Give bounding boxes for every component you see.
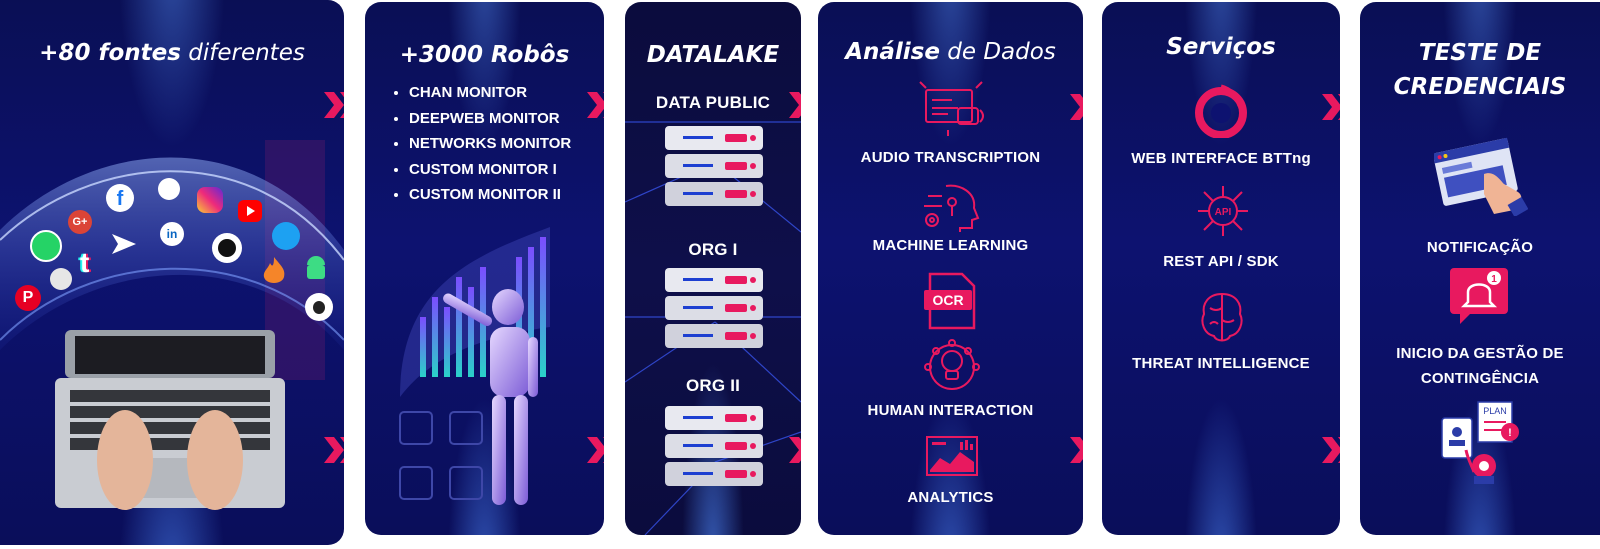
- arrow-right-icon: [324, 92, 344, 118]
- analysis-item: ANALYTICS: [907, 489, 994, 506]
- monitor-item: CUSTOM MONITOR II: [409, 182, 571, 208]
- arrow-right-icon: [324, 437, 344, 463]
- globe-icon: [50, 268, 72, 290]
- credential-item: NOTIFICAÇÃO: [1426, 239, 1534, 256]
- server-label: ORG II: [685, 376, 741, 395]
- svg-text:1: 1: [1491, 274, 1497, 285]
- services-title: Serviços: [1166, 34, 1276, 60]
- arrow-right-icon: [587, 92, 604, 118]
- service-item: REST API / SDK: [1163, 253, 1279, 270]
- laptop-illustration: [55, 330, 285, 510]
- panel-datalake: DATALAKE DATA PUBLIC ORG I ORG II: [625, 2, 801, 535]
- plan-icon: PLAN !: [1441, 401, 1519, 484]
- ocr-icon: OCR: [924, 272, 976, 330]
- panel-services: Serviços WEB INTERFACE BTTng API REST AP…: [1102, 2, 1340, 535]
- api-label: API: [1215, 207, 1232, 218]
- panel-sources: +80 fontes diferentes f G+ t in P: [0, 0, 344, 545]
- android-icon: [307, 256, 325, 279]
- facebook-icon: f: [106, 184, 134, 212]
- arrow-right-icon: [1070, 437, 1083, 463]
- server-icon: [665, 406, 763, 486]
- threat-brain-icon: [1201, 292, 1243, 342]
- pinterest-icon: P: [15, 285, 41, 311]
- server-label: DATA PUBLIC: [655, 93, 771, 112]
- arrow-right-icon: [1322, 94, 1340, 120]
- robot-icon: [399, 227, 550, 505]
- browser-hand-icon: [1434, 137, 1528, 216]
- google-plus-icon: G+: [68, 210, 92, 234]
- analysis-title: Análise de Dados: [845, 39, 1056, 65]
- datalake-title: DATALAKE: [646, 42, 780, 68]
- youtube-icon: [238, 200, 262, 222]
- credentials-title: TESTE DE CREDENCIAIS: [1393, 40, 1567, 100]
- monitor-item: CUSTOM MONITOR I: [409, 157, 571, 183]
- ocr-label: OCR: [932, 292, 963, 308]
- arrow-right-icon: [789, 437, 801, 463]
- server-icon: [665, 268, 763, 348]
- panel-credentials: TESTE DE CREDENCIAIS NOTIFICAÇÃO 1 INICI…: [1360, 2, 1600, 535]
- spy-icon: [158, 178, 180, 200]
- credential-item: INICIO DA GESTÃO DE: [1396, 345, 1564, 362]
- arrow-right-icon: [1070, 94, 1083, 120]
- credential-item: CONTINGÊNCIA: [1420, 370, 1540, 387]
- tumblr-icon: t: [80, 247, 90, 278]
- plan-label: PLAN: [1483, 406, 1507, 416]
- panel-robots: +3000 Robôs CHAN MONITOR DEEPWEB MONITOR…: [365, 2, 604, 535]
- analysis-item: HUMAN INTERACTION: [867, 402, 1034, 419]
- analysis-item: AUDIO TRANSCRIPTION: [860, 149, 1041, 166]
- bulb-icon: [924, 339, 980, 390]
- bttng-logo-icon: [1195, 84, 1247, 138]
- brain-icon: [924, 184, 980, 232]
- monitor-item: CHAN MONITOR: [409, 80, 571, 106]
- arrow-right-icon: [789, 92, 801, 118]
- arrow-right-icon: [1322, 437, 1340, 463]
- audio-icon: [919, 81, 984, 136]
- server-icon: [665, 126, 763, 206]
- telegram-icon: [112, 234, 136, 254]
- monitor-item: DEEPWEB MONITOR: [409, 106, 571, 132]
- twitter-icon: [272, 222, 300, 250]
- whatsapp-icon: [30, 230, 62, 262]
- panel-analysis: Análise de Dados AUDIO TRANSCRIPTION MAC…: [818, 2, 1083, 535]
- api-icon: API: [1198, 186, 1248, 236]
- robots-title: +3000 Robôs: [399, 42, 570, 68]
- instagram-icon: [197, 187, 223, 213]
- service-item: THREAT INTELLIGENCE: [1132, 355, 1310, 372]
- flame-icon: [263, 257, 285, 283]
- analytics-icon: [926, 436, 978, 476]
- analysis-item: MACHINE LEARNING: [872, 237, 1029, 254]
- apple-icon: [305, 293, 333, 321]
- github-icon: [212, 233, 242, 263]
- sources-title: +80 fontes diferentes: [39, 40, 305, 66]
- monitor-list: CHAN MONITOR DEEPWEB MONITOR NETWORKS MO…: [393, 80, 571, 208]
- svg-text:!: !: [1508, 427, 1512, 439]
- server-label: ORG I: [688, 240, 738, 259]
- service-item: WEB INTERFACE BTTng: [1131, 150, 1311, 167]
- monitor-item: NETWORKS MONITOR: [409, 131, 571, 157]
- bell-icon: 1: [1450, 268, 1508, 324]
- arrow-right-icon: [587, 437, 604, 463]
- linkedin-icon: in: [160, 222, 184, 246]
